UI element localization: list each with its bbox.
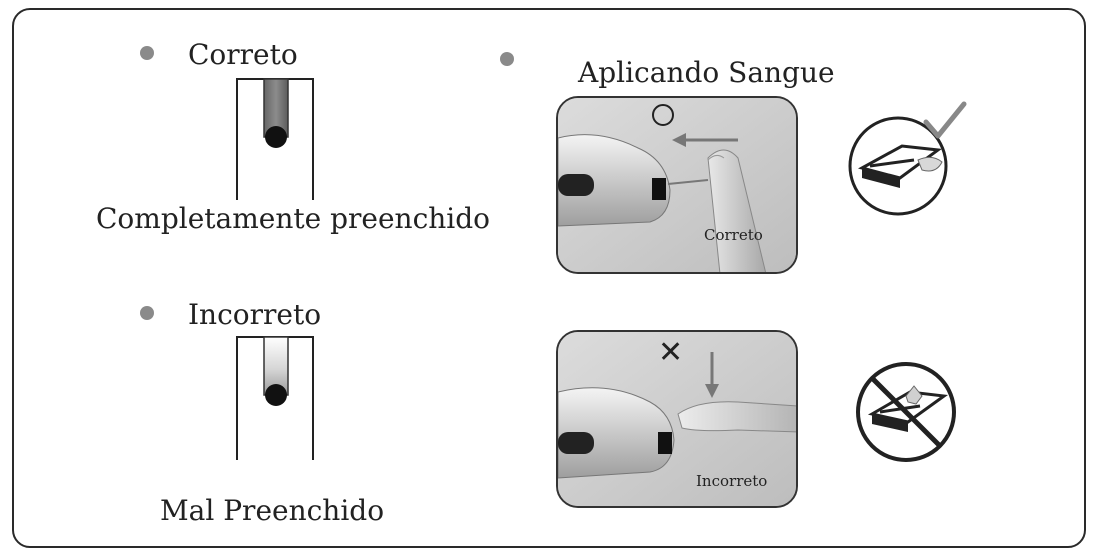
applying-blood-title: Aplicando Sangue	[578, 56, 835, 89]
x-icon: ✕	[658, 335, 684, 370]
checkmark-strip-icon	[848, 101, 967, 216]
bullet-applying	[500, 52, 514, 66]
circle-icon	[652, 104, 674, 126]
correct-photo-caption: Correto	[704, 226, 763, 244]
instruction-frame	[12, 8, 1086, 548]
tube-partial-diagram	[236, 336, 314, 460]
prohibited-strip-icon	[856, 362, 956, 462]
tube-full-diagram	[236, 78, 314, 200]
incorrect-caption: Mal Preenchido	[160, 494, 385, 527]
incorrect-title: Incorreto	[188, 298, 322, 331]
bullet-incorrect	[140, 306, 154, 320]
correct-title: Correto	[188, 38, 298, 71]
incorrect-photo-caption: Incorreto	[696, 472, 768, 490]
correct-application-photo: Correto	[556, 96, 798, 274]
bullet-correct	[140, 46, 154, 60]
correct-caption: Completamente preenchido	[96, 202, 491, 235]
incorrect-application-photo: ✕ Incorreto	[556, 330, 798, 508]
